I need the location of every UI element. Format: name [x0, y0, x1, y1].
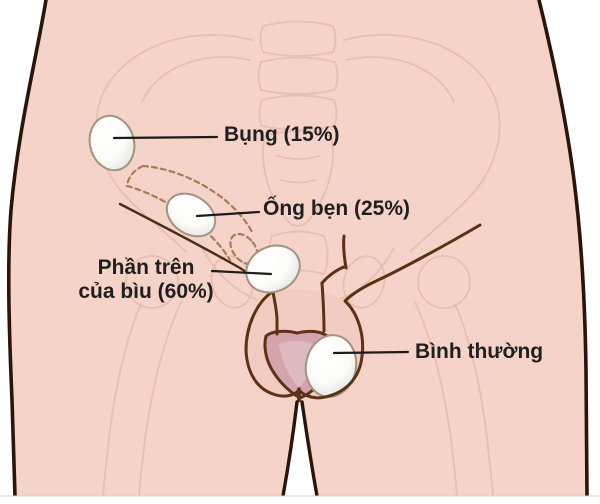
leader-lines	[112, 135, 410, 355]
testis-upper-scrotum	[245, 244, 301, 294]
testis-inguinal-canal	[165, 192, 217, 238]
ectopic-testes	[88, 114, 301, 294]
inner-leg-outlines	[281, 400, 319, 498]
leader-abdomen	[112, 135, 219, 140]
penis-root-line	[342, 234, 348, 270]
label-upper-scrotum-line1: Phần trên	[97, 256, 195, 279]
body-outline-right	[537, 0, 589, 498]
label-upper-scrotum-line2: của bìu (60%)	[78, 280, 214, 303]
penis-root-branch	[320, 264, 348, 285]
bottom-margin	[0, 496, 600, 504]
spermatic-cord-left	[271, 290, 279, 336]
leader-normal	[332, 350, 410, 355]
genital-outlines	[244, 223, 482, 405]
between-legs-gap	[282, 402, 317, 496]
right-inguinal-fold-and-scrotum-right	[297, 223, 482, 400]
leader-upper-scrotum	[210, 269, 273, 276]
torso-skin	[8, 0, 587, 496]
body-contours	[6, 0, 589, 498]
body-outline-left	[6, 0, 48, 498]
label-abdomen-position: Bụng (15%)	[224, 123, 340, 146]
label-inguinal-canal-position: Ống bẹn (25%)	[263, 197, 411, 220]
penis-shaft-right	[320, 281, 326, 333]
leader-inguinal	[195, 210, 261, 218]
scrotum-left-outline	[244, 290, 301, 398]
label-normal-position: Bình thường	[415, 340, 544, 363]
label-upper-scrotum-position: Phần trên của bìu (60%)	[60, 256, 232, 304]
